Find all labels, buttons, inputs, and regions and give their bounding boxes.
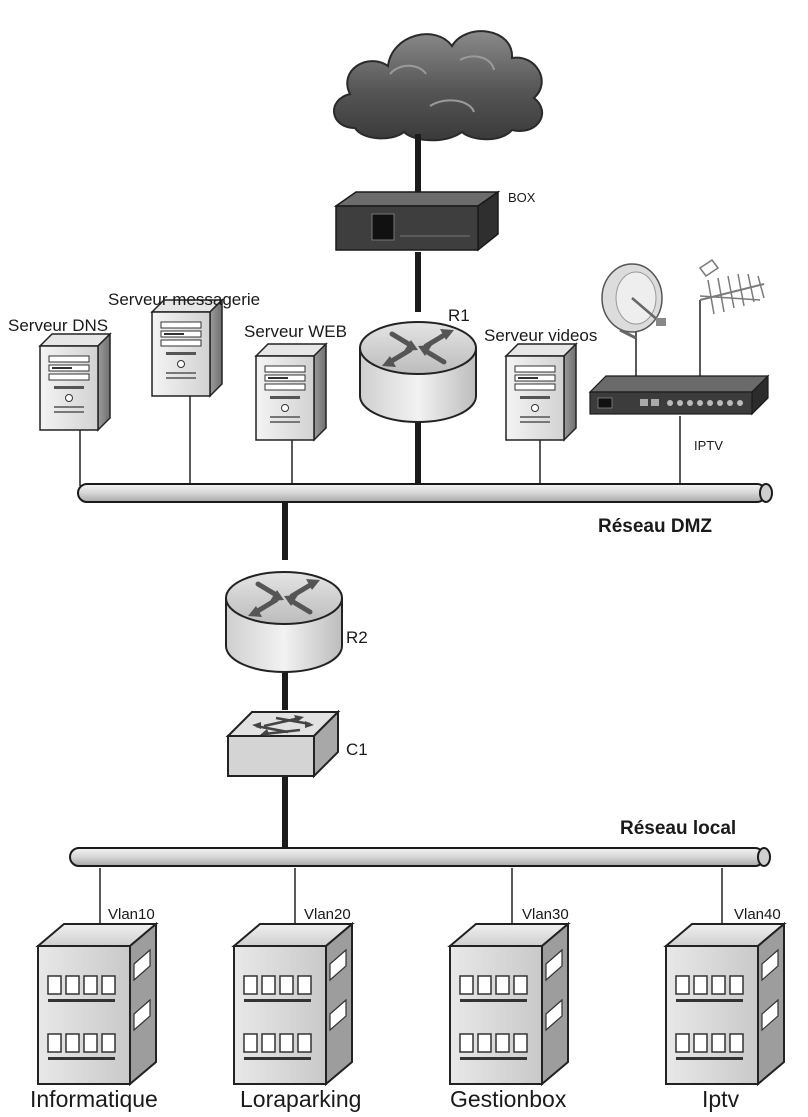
dns-server-label: Serveur DNS	[8, 316, 109, 335]
dmz-network-label: Réseau DMZ	[598, 516, 713, 537]
vlan40-label: Vlan40	[734, 906, 781, 923]
web-server-label: Serveur WEB	[244, 322, 347, 341]
iptv-encoder-icon	[588, 374, 770, 416]
vlan10-label: Vlan10	[108, 906, 155, 923]
vlan30-label: Vlan30	[522, 906, 569, 923]
iptv-building-label: Iptv	[702, 1086, 740, 1112]
video-server-label: Serveur videos	[484, 326, 598, 345]
r2-router-icon	[226, 572, 342, 672]
box-modem-icon	[333, 190, 501, 252]
iptv-label: IPTV	[694, 438, 723, 453]
building-loraparking-icon	[233, 923, 353, 1085]
building-informatique-icon	[37, 923, 157, 1085]
building-iptv-icon	[665, 923, 785, 1085]
box-label: BOX	[508, 190, 536, 205]
c1-switch-icon	[226, 710, 340, 778]
dns-server-icon	[39, 333, 111, 431]
web-server-icon	[255, 343, 327, 441]
c1-label: C1	[346, 740, 368, 759]
loraparking-label: Loraparking	[240, 1086, 362, 1112]
dmz-network-bus	[77, 483, 773, 503]
local-network-label: Réseau local	[620, 818, 737, 839]
local-network-bus	[69, 847, 771, 867]
trunk-links	[282, 134, 421, 850]
informatique-label: Informatique	[30, 1086, 158, 1112]
tv-antenna-icon	[698, 258, 765, 315]
r2-label: R2	[346, 628, 368, 647]
mail-server-icon	[151, 299, 223, 397]
r1-router-icon	[360, 322, 476, 422]
r1-label: R1	[448, 306, 470, 325]
video-server-icon	[505, 343, 577, 441]
mail-server-label: Serveur messagerie	[108, 290, 261, 309]
vlan20-label: Vlan20	[304, 906, 351, 923]
drop-links	[79, 300, 723, 930]
gestionbox-label: Gestionbox	[450, 1086, 567, 1112]
satellite-dish-icon	[601, 263, 666, 340]
internet-cloud-icon	[332, 30, 544, 142]
building-gestionbox-icon	[449, 923, 569, 1085]
